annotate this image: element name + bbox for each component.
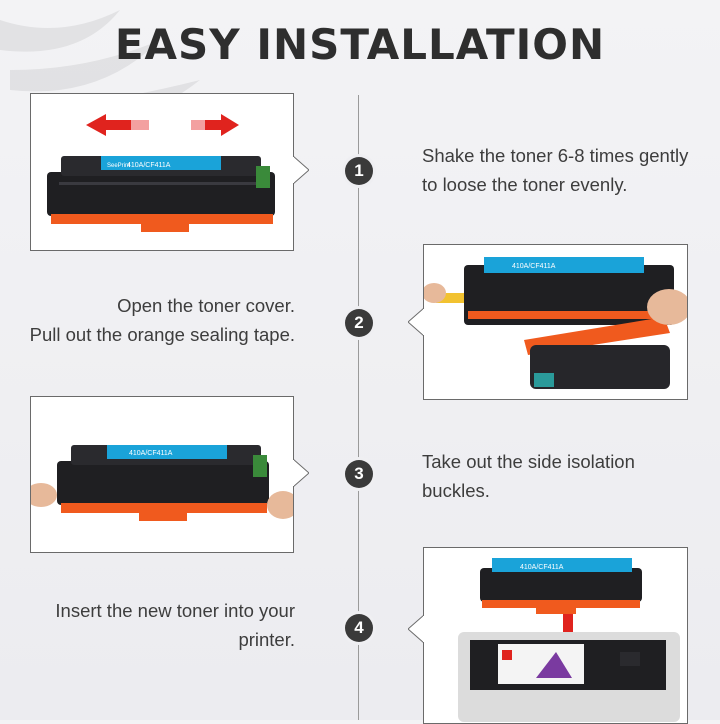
- step-2-number-badge: 2: [345, 309, 373, 337]
- step-4-text: Insert the new toner into your printer.: [20, 596, 295, 654]
- step-4-pointer: [408, 615, 424, 643]
- step-3-number-badge: 3: [345, 460, 373, 488]
- step-3-illustration: 410A/CF411A: [31, 445, 293, 521]
- step-4-text-line-1: Insert the new toner into your: [55, 600, 295, 621]
- shake-right-arrow-icon: [191, 114, 239, 136]
- brand-label-1: SeePrint: [107, 163, 130, 169]
- toner-cartridge-icon: [464, 257, 674, 325]
- hand-left-icon: [424, 283, 446, 303]
- cartridge-label-3: 410A/CF411A: [129, 450, 173, 457]
- step-2-text-line-2: Pull out the orange sealing tape.: [29, 324, 295, 345]
- step-4-text-line-2: printer.: [238, 629, 295, 650]
- toner-cartridge-icon: [47, 156, 275, 232]
- shake-left-arrow-icon: [86, 114, 149, 136]
- step-3-text-line-1: Take out the side isolation: [422, 451, 635, 472]
- step-3-image-box: 410A/CF411A: [30, 396, 309, 553]
- step-1-image-box: 410A/CF411A SeePrint: [30, 93, 309, 251]
- printer-icon: [458, 632, 680, 722]
- page-title: EASY INSTALLATION: [114, 20, 606, 69]
- step-2-text: Open the toner cover. Pull out the orang…: [20, 291, 295, 349]
- step-3-text: Take out the side isolation buckles.: [422, 447, 702, 505]
- step-2-pointer: [408, 308, 424, 336]
- step-1-text-line-2: to loose the toner evenly.: [422, 174, 628, 195]
- cartridge-label-4: 410A/CF411A: [520, 564, 564, 571]
- step-1-number-badge: 1: [345, 157, 373, 185]
- step-2-text-line-1: Open the toner cover.: [117, 295, 295, 316]
- cartridge-label-1: 410A/CF411A: [127, 162, 171, 169]
- step-3-pointer: [293, 459, 309, 487]
- sealing-tape-icon: [436, 293, 464, 303]
- hand-left-icon: [31, 483, 57, 507]
- step-1-illustration: 410A/CF411A SeePrint: [47, 114, 275, 232]
- toner-cartridge-icon: [57, 445, 269, 521]
- toner-cover-icon: [524, 317, 670, 389]
- step-4-number-badge: 4: [345, 614, 373, 642]
- step-1-pointer: [293, 156, 309, 184]
- step-4-illustration: 410A/CF411A: [458, 558, 680, 722]
- step-3-text-line-2: buckles.: [422, 480, 490, 501]
- toner-cartridge-icon: [480, 558, 642, 614]
- cartridge-label-2: 410A/CF411A: [512, 263, 556, 270]
- step-1-text: Shake the toner 6-8 times gently to loos…: [422, 141, 702, 199]
- hand-right-icon: [647, 289, 687, 325]
- step-2-image-box: 410A/CF411A: [408, 244, 688, 400]
- step-1-text-line-1: Shake the toner 6-8 times gently: [422, 145, 689, 166]
- step-4-image-box: 410A/CF411A: [408, 547, 688, 724]
- hand-right-icon: [267, 491, 293, 519]
- timeline-line: [358, 95, 359, 720]
- step-2-illustration: 410A/CF411A: [424, 257, 687, 389]
